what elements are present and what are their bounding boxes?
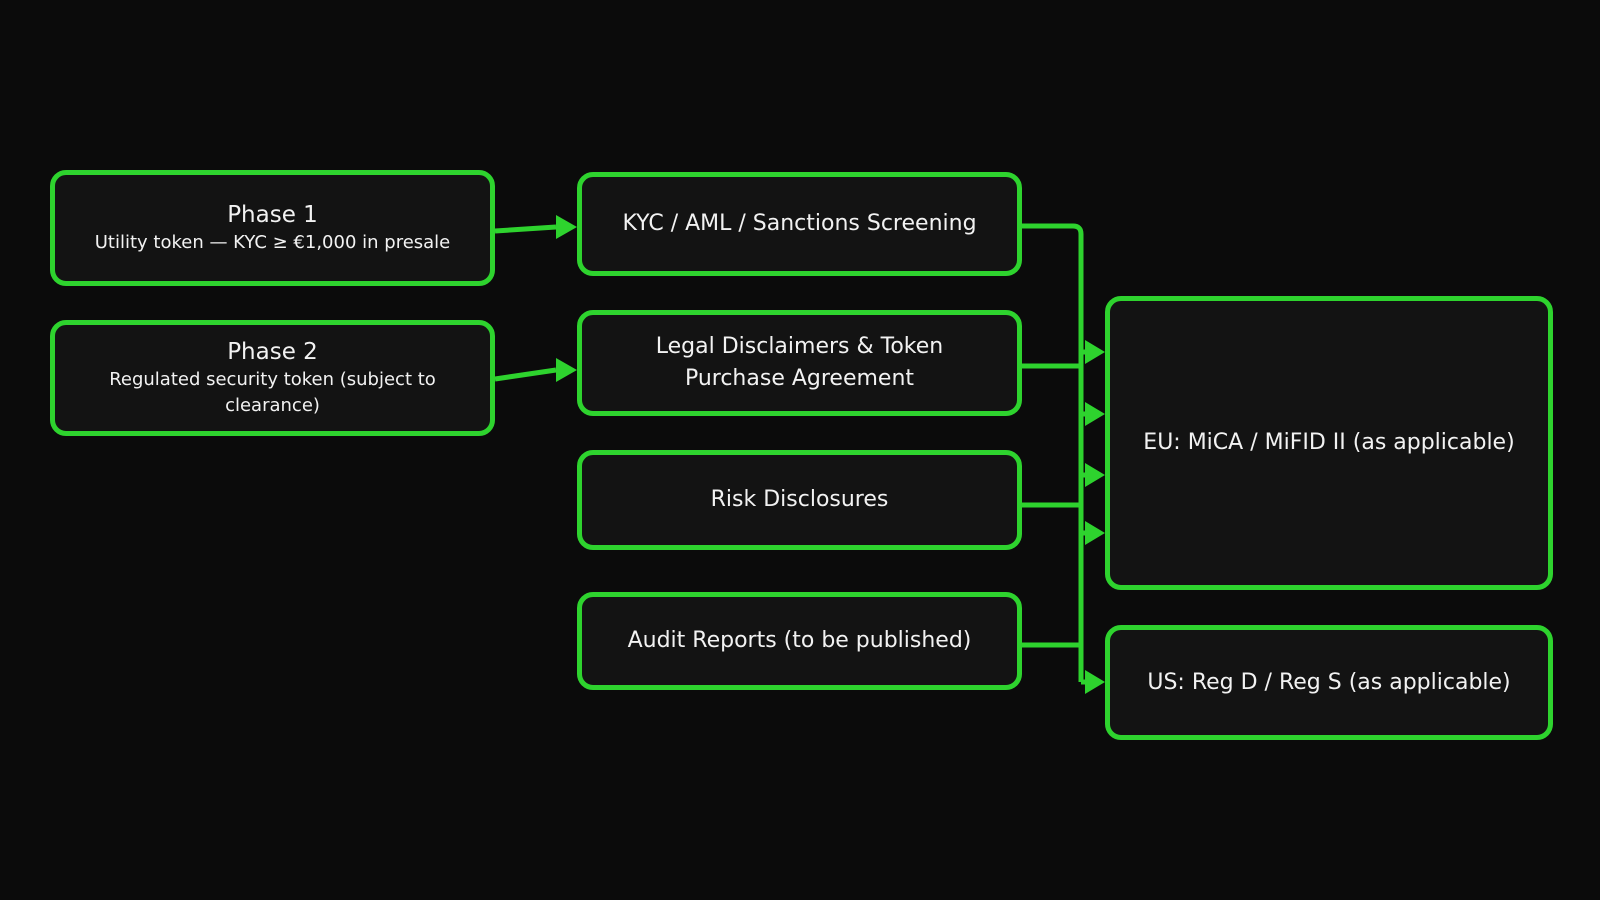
node-legal-disclaimers-line1: Legal Disclaimers & Token [655, 334, 944, 359]
node-kyc-aml-screening: KYC / AML / Sanctions Screening [577, 172, 1022, 276]
node-phase2-subtitle-line2: clearance) [225, 395, 320, 416]
arrowhead-us [1085, 670, 1105, 694]
node-phase1: Phase 1 Utility token — KYC ≥ €1,000 in … [50, 170, 495, 286]
node-phase2-subtitle: Regulated security token (subject to cle… [109, 367, 436, 419]
edge-kyc-trunk [1022, 223, 1084, 682]
node-us-regulation-label: US: Reg D / Reg S (as applicable) [1147, 669, 1511, 695]
arrowhead-eu-3 [1085, 463, 1105, 487]
edge-phase2-legal [494, 367, 557, 382]
edge-phase1-kyc [494, 224, 557, 234]
arrowhead-kyc [556, 215, 577, 239]
arrowhead-eu-2 [1085, 402, 1105, 426]
node-phase1-subtitle: Utility token — KYC ≥ €1,000 in presale [94, 232, 451, 253]
node-phase1-title: Phase 1 [227, 202, 318, 228]
node-risk-disclosures-label: Risk Disclosures [710, 487, 889, 512]
node-kyc-aml-screening-label: KYC / AML / Sanctions Screening [622, 211, 977, 236]
node-phase2-subtitle-line1: Regulated security token (subject to [109, 369, 436, 390]
node-risk-disclosures: Risk Disclosures [577, 450, 1022, 550]
node-legal-disclaimers-line2: Purchase Agreement [684, 366, 915, 391]
arrowhead-legal [556, 358, 577, 382]
node-phase2-title: Phase 2 [227, 339, 318, 365]
node-eu-regulation: EU: MiCA / MiFID II (as applicable) [1105, 296, 1553, 590]
node-us-regulation: US: Reg D / Reg S (as applicable) [1105, 625, 1553, 740]
node-audit-reports: Audit Reports (to be published) [577, 592, 1022, 690]
node-legal-disclaimers-label: Legal Disclaimers & Token Purchase Agree… [656, 331, 943, 395]
node-legal-disclaimers: Legal Disclaimers & Token Purchase Agree… [577, 310, 1022, 416]
node-eu-regulation-label: EU: MiCA / MiFID II (as applicable) [1143, 430, 1515, 455]
node-audit-reports-label: Audit Reports (to be published) [627, 628, 972, 653]
arrowhead-eu-4 [1085, 521, 1105, 545]
arrowhead-eu-1 [1085, 340, 1105, 364]
node-phase2: Phase 2 Regulated security token (subjec… [50, 320, 495, 436]
